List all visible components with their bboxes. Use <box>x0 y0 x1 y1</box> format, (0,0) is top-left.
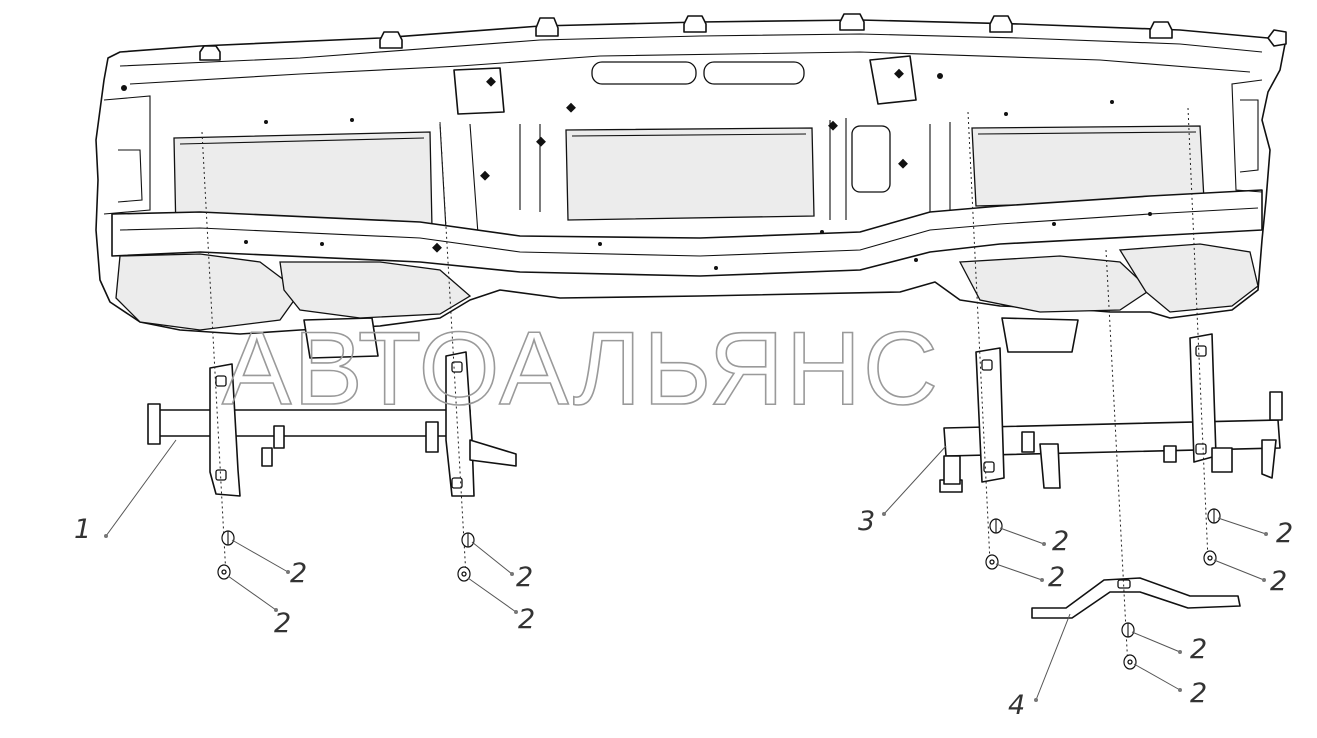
assembly-axes <box>201 107 1209 669</box>
callout-2: 2 <box>1276 518 1293 549</box>
callout-2: 2 <box>518 604 535 635</box>
bolt-2 <box>461 532 475 548</box>
callout-2: 2 <box>1190 634 1207 665</box>
instrument-panel-frame <box>95 13 1287 359</box>
bolt-1 <box>221 530 235 546</box>
bolt-3 <box>989 518 1003 534</box>
nut-5 <box>1123 654 1137 670</box>
watermark-text: АВТОАЛЬЯНС <box>222 311 940 427</box>
callout-2: 2 <box>1270 566 1287 597</box>
part-3-right-bracket <box>939 333 1283 493</box>
callout-4: 4 <box>1008 690 1025 721</box>
callout-2: 2 <box>1048 562 1065 593</box>
callout-1: 1 <box>74 514 91 545</box>
bolt-5 <box>1121 622 1135 638</box>
nut-2 <box>457 566 471 582</box>
part-4-support-bracket <box>1031 577 1241 619</box>
bolt-4 <box>1207 508 1221 524</box>
nut-1 <box>217 564 231 580</box>
fasteners <box>217 508 1221 670</box>
nut-4 <box>1203 550 1217 566</box>
part-1-left-bracket <box>147 351 517 497</box>
callout-2: 2 <box>1190 678 1207 709</box>
callout-labels: 1 2 2 2 2 3 2 2 2 2 4 2 2 <box>74 506 1293 721</box>
callout-2: 2 <box>290 558 307 589</box>
callout-3: 3 <box>858 506 875 537</box>
leader-lines <box>104 439 1268 702</box>
callout-2: 2 <box>1052 526 1069 557</box>
callout-2: 2 <box>274 608 291 639</box>
nut-3 <box>985 554 999 570</box>
callout-2: 2 <box>516 562 533 593</box>
